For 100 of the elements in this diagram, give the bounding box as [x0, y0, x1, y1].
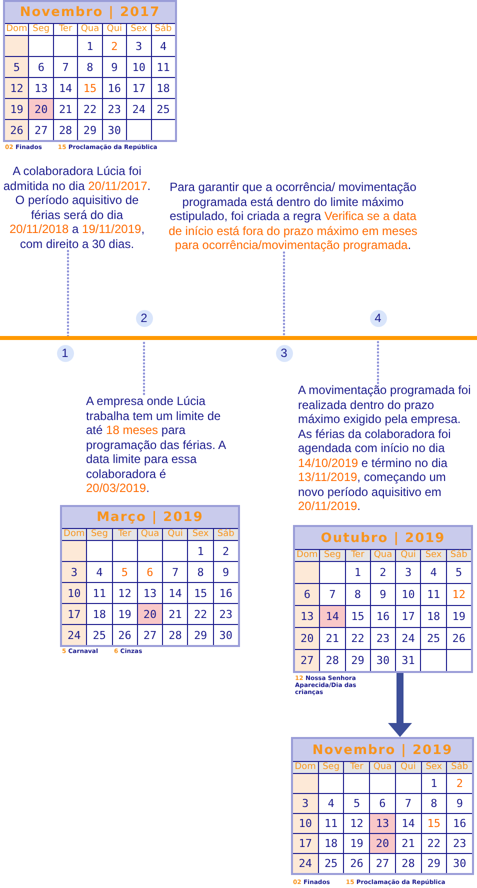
calendar-day: 1 [346, 562, 370, 583]
weekday-header: Qua [370, 762, 395, 773]
weekday-header: Ter [346, 550, 370, 561]
calendar-day: 17 [396, 606, 420, 627]
calendar-day: 16 [447, 814, 472, 833]
number-marker: 3 [276, 344, 292, 362]
calendar-day: 10 [62, 583, 86, 603]
calendar-day: 27 [370, 854, 395, 873]
weekday-header: Sex [188, 529, 213, 540]
calendar-day: 9 [447, 794, 472, 813]
calendar-day: 16 [214, 583, 238, 603]
calendar-day: 5 [446, 562, 471, 583]
calendar-day: 23 [447, 834, 472, 853]
number-marker: 1 [56, 344, 74, 362]
highlighted-calendar-day: 20 [29, 99, 53, 119]
calendar-day: 28 [54, 120, 78, 140]
calendar [3, 0, 177, 142]
holiday-calendar-day: 5 [112, 562, 137, 582]
weekday-header: Seg [87, 529, 112, 540]
calendar-day: 26 [344, 854, 370, 873]
calendar-day: 18 [318, 834, 344, 853]
calendar-day: 3 [62, 562, 86, 582]
calendar-day: 19 [112, 604, 137, 624]
annotation-text: A empresa onde Lúcia trabalha tem um limite de até 18 meses para programação das férias. A data limite para essa colaboradora é 20/03/2019. [86, 394, 226, 496]
annotation-text: A colaboradora Lúcia foi admitida no dia 20/11/2017. O período aquisitivo de férias será do dia 20/11/2018 a 19/11/2019, com direito a 30 dias. [2, 164, 152, 251]
holiday-calendar-day: 2 [447, 774, 472, 793]
calendar-day: 10 [127, 57, 151, 77]
weekday-header: Qui [163, 529, 188, 540]
calendar-day: 28 [163, 625, 188, 645]
calendar-day: 15 [188, 583, 213, 603]
weekday-header: Dom [62, 529, 86, 540]
calendar-day: 11 [152, 57, 175, 77]
highlighted-calendar-day: 13 [370, 814, 395, 833]
calendar-day: 8 [188, 562, 213, 582]
calendar-day: 25 [421, 628, 446, 649]
calendar-day: 4 [318, 794, 344, 813]
calendar-day: 27 [29, 120, 53, 140]
calendar-day: 18 [421, 606, 446, 627]
calendar-day: 23 [102, 99, 126, 119]
calendar-day: 17 [127, 78, 151, 98]
calendar-day: 4 [87, 562, 112, 582]
annotation-text: Para garantir que a ocorrência/ movimentação programada está dentro do limite máximo estipulado, foi criada a regra Verifica se a data de início está fora do prazo máximo em meses para ocorrência/movimentação programada. [166, 180, 420, 252]
annotation-text: A movimentação programada foi realizada dentro do prazo máximo exigido pela empresa. As férias da colaboradora foi agendada com início no dia 14/10/2019 e término no dia 13/11/2019, começando um novo período aquisitivo em 20/11/2019. [298, 383, 472, 514]
calendar-day: 28 [396, 854, 421, 873]
weekday-header: Qua [370, 550, 396, 561]
calendar-month-header: Novembro | 2017 [5, 2, 175, 23]
calendar-day: 5 [344, 794, 370, 813]
weekday-header: Sex [127, 24, 151, 35]
calendar-day: 26 [5, 120, 28, 140]
calendar-day: 7 [320, 584, 345, 605]
calendar-day: 30 [370, 650, 396, 671]
calendar-day: 10 [293, 814, 318, 833]
calendar-day: 27 [295, 650, 320, 671]
weekday-header: Ter [112, 529, 137, 540]
calendar-day: 25 [87, 625, 112, 645]
weekday-header: Qui [102, 24, 126, 35]
weekday-header: Qui [396, 762, 421, 773]
calendar-day: 1 [188, 541, 213, 561]
weekday-header: Seg [318, 762, 344, 773]
calendar-day: 7 [54, 57, 78, 77]
calendar-day: 4 [152, 36, 175, 56]
arrow [388, 673, 412, 737]
weekday-header: Seg [320, 550, 345, 561]
calendar-day: 6 [29, 57, 53, 77]
calendar-day: 19 [5, 99, 28, 119]
weekday-header: Ter [344, 762, 370, 773]
highlighted-calendar-day: 14 [320, 606, 345, 627]
calendar-day: 1 [78, 36, 102, 56]
calendar-day: 29 [188, 625, 213, 645]
weekday-header: Sex [422, 762, 446, 773]
calendar-day: 12 [5, 78, 28, 98]
weekday-header: Dom [295, 550, 320, 561]
calendar-day: 3 [293, 794, 318, 813]
holiday-calendar-day: 12 [446, 584, 471, 605]
calendar-day: 11 [87, 583, 112, 603]
holiday-calendar-day: 6 [138, 562, 162, 582]
calendar-day: 8 [422, 794, 446, 813]
number-marker: 2 [136, 310, 152, 326]
weekday-header: Qua [138, 529, 162, 540]
weekday-header: Sáb [447, 762, 472, 773]
calendar-day: 2 [370, 562, 396, 583]
holiday-calendar-day: 15 [422, 814, 446, 833]
weekday-header: Sáb [152, 24, 175, 35]
dotted-connector-line [66, 250, 70, 338]
calendar-day: 16 [102, 78, 126, 98]
calendar-day: 30 [102, 120, 126, 140]
calendar-day: 18 [152, 78, 175, 98]
calendar-day: 29 [78, 120, 102, 140]
weekday-header: Qui [396, 550, 420, 561]
weekday-header: Qua [78, 24, 102, 35]
calendar-day: 1 [422, 774, 446, 793]
calendar-day: 22 [78, 99, 102, 119]
calendar-day: 14 [163, 583, 188, 603]
calendar-day: 30 [447, 854, 472, 873]
weekday-header: Sáb [214, 529, 238, 540]
calendar-day: 11 [421, 584, 446, 605]
calendar-month-header: Outubro | 2019 [295, 527, 471, 549]
calendar-day: 21 [396, 834, 421, 853]
calendar-day: 17 [293, 834, 318, 853]
calendar-day: 9 [370, 584, 396, 605]
